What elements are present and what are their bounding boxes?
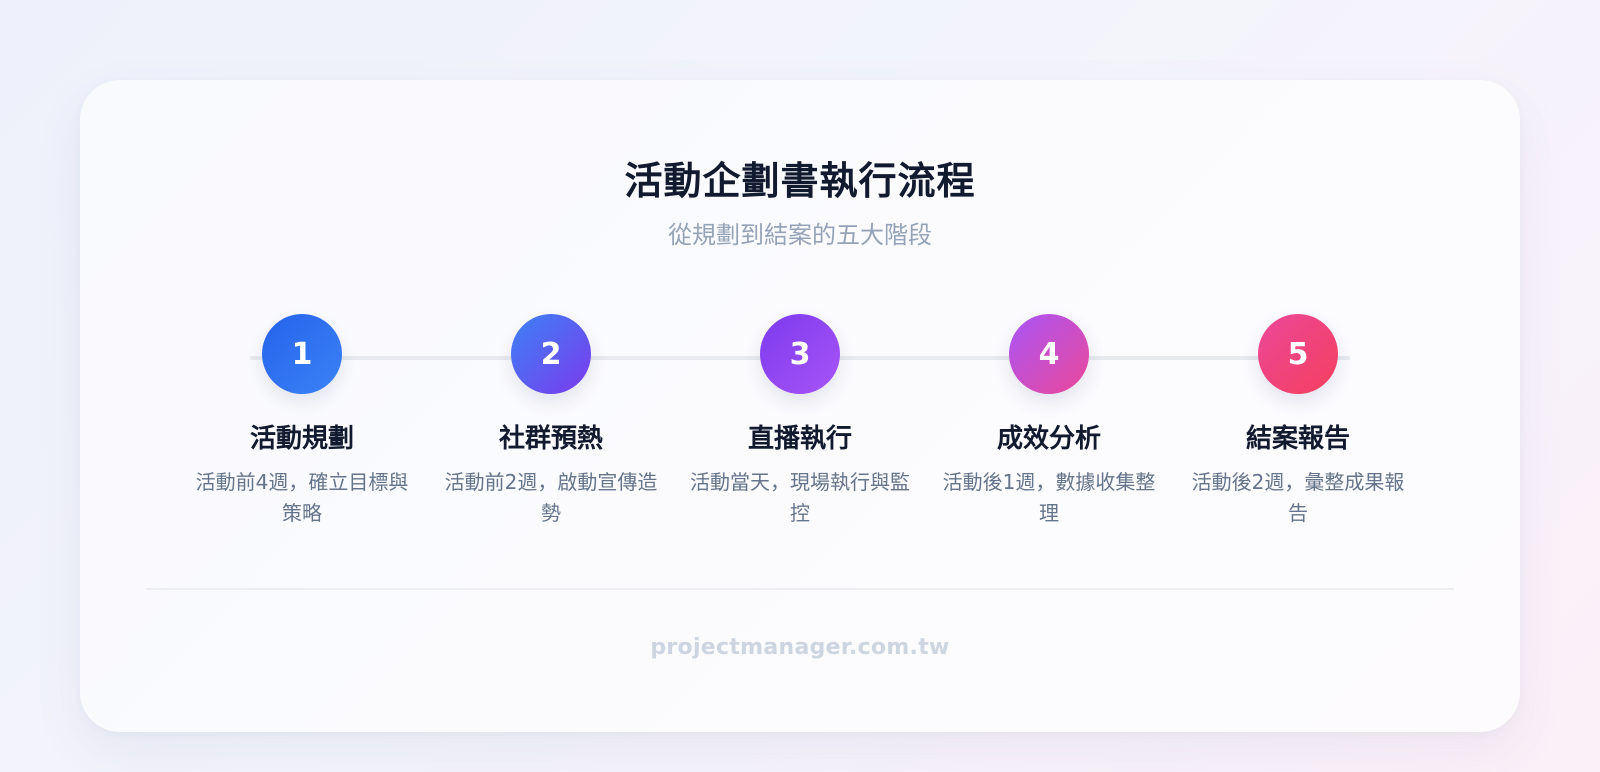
step-description: 活動當天，現場執行與監控 <box>690 470 910 525</box>
step-description: 活動前4週，確立目標與策略 <box>195 470 409 525</box>
step-title: 結案報告 <box>1245 424 1350 454</box>
step-4: 4 成效分析 活動後1週，數據收集整理 <box>929 314 1169 529</box>
step-title: 活動規劃 <box>249 424 354 454</box>
step-5: 5 結案報告 活動後2週，彙整成果報告 <box>1178 314 1418 529</box>
step-3: 3 直播執行 活動當天，現場執行與監控 <box>680 314 920 529</box>
step-title: 直播執行 <box>747 424 852 454</box>
step-number-badge: 2 <box>511 314 591 394</box>
divider <box>146 588 1454 590</box>
step-number-badge: 4 <box>1009 314 1089 394</box>
step-1: 1 活動規劃 活動前4週，確立目標與策略 <box>182 314 422 529</box>
step-title: 社群預熱 <box>498 424 603 454</box>
step-title: 成效分析 <box>996 424 1101 454</box>
step-description: 活動後2週，彙整成果報告 <box>1191 470 1405 525</box>
step-number-badge: 3 <box>760 314 840 394</box>
step-2: 2 社群預熱 活動前2週，啟動宣傳造勢 <box>431 314 671 529</box>
step-number-badge: 5 <box>1258 314 1338 394</box>
footer-url: projectmanager.com.tw <box>650 635 950 660</box>
process-card: 活動企劃書執行流程 從規劃到結案的五大階段 1 活動規劃 活動前4週，確立目標與… <box>80 80 1520 732</box>
step-number-badge: 1 <box>262 314 342 394</box>
step-description: 活動前2週，啟動宣傳造勢 <box>444 470 658 525</box>
step-number: 2 <box>540 336 562 372</box>
step-number: 1 <box>291 336 313 372</box>
page-title: 活動企劃書執行流程 <box>624 159 976 203</box>
page-subtitle: 從規劃到結案的五大階段 <box>668 221 932 249</box>
step-number: 5 <box>1287 336 1309 372</box>
step-description: 活動後1週，數據收集整理 <box>942 470 1156 525</box>
step-number: 3 <box>789 336 811 372</box>
step-number: 4 <box>1038 336 1060 372</box>
